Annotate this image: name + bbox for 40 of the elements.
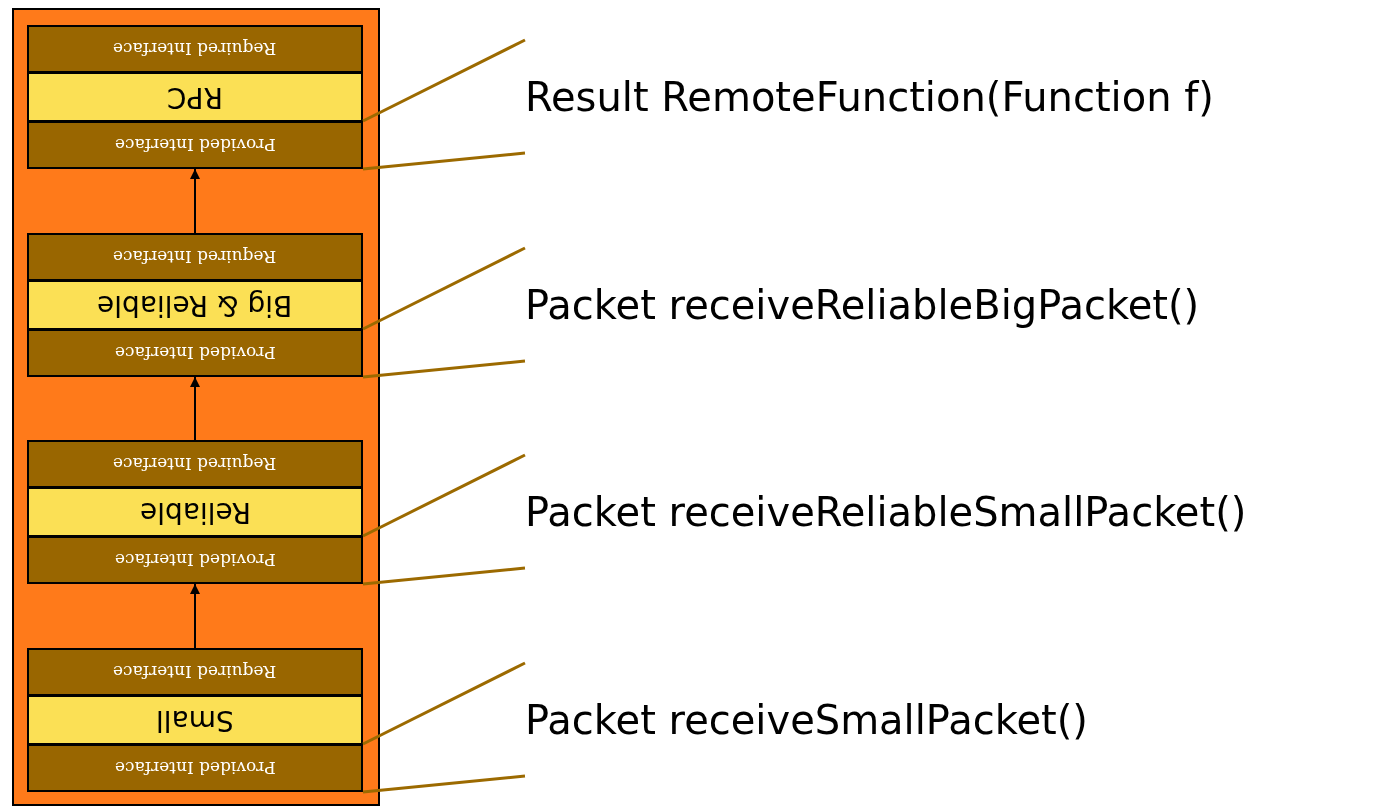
arrow — [190, 583, 200, 649]
layer-name: Big & Reliable — [97, 288, 293, 322]
interface-bar — [27, 329, 363, 377]
leader-line — [362, 453, 526, 538]
interface-bar — [27, 744, 363, 792]
layer-name: RPC — [167, 80, 223, 114]
interface-label: Required Interface — [113, 662, 277, 682]
method-signature: Result RemoteFunction(Function f) — [525, 73, 1214, 120]
layer-box — [27, 280, 363, 330]
interface-bar — [27, 25, 363, 73]
layer-name: Small — [156, 703, 234, 737]
layer-box — [27, 487, 363, 537]
component-panel — [12, 8, 380, 806]
interface-label: Required Interface — [113, 39, 277, 59]
method-signature: Packet receiveReliableSmallPacket() — [525, 488, 1247, 535]
layer-box — [27, 695, 363, 745]
leader-line — [362, 566, 526, 586]
leader-line — [362, 359, 526, 379]
arrow — [190, 168, 200, 234]
layer-name: Reliable — [139, 495, 251, 529]
method-signature: Packet receiveSmallPacket() — [525, 696, 1088, 743]
interface-label: Provided Interface — [114, 758, 276, 778]
interface-bar — [27, 233, 363, 281]
interface-label: Provided Interface — [114, 550, 276, 570]
leader-line — [362, 151, 526, 171]
arrow — [190, 376, 200, 441]
interface-bar — [27, 536, 363, 584]
interface-label: Required Interface — [113, 454, 277, 474]
leader-line — [362, 38, 526, 123]
interface-label: Provided Interface — [114, 343, 276, 363]
interface-label: Required Interface — [113, 247, 277, 267]
leader-line — [362, 246, 526, 331]
leader-line — [362, 661, 526, 746]
leader-line — [362, 774, 526, 794]
interface-bar — [27, 648, 363, 696]
method-signature: Packet receiveReliableBigPacket() — [525, 281, 1200, 328]
layer-box — [27, 72, 363, 122]
interface-bar — [27, 121, 363, 169]
interface-bar — [27, 440, 363, 488]
interface-label: Provided Interface — [114, 135, 276, 155]
